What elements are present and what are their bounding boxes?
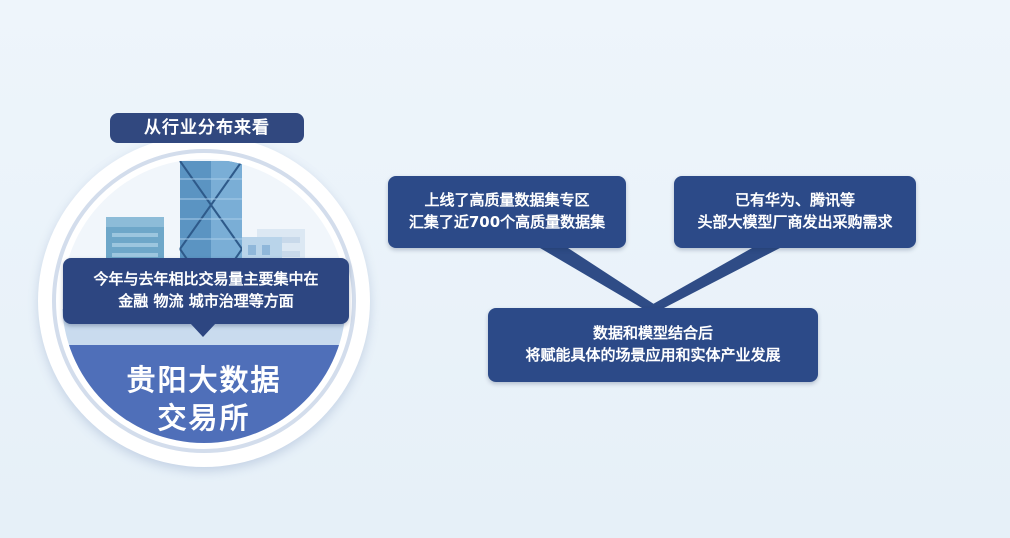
trading-volume-callout: 今年与去年相比交易量主要集中在 金融 物流 城市治理等方面 [63, 258, 349, 324]
section-header-pill: 从行业分布来看 [110, 113, 304, 143]
callout-line1: 今年与去年相比交易量主要集中在 [93, 270, 319, 288]
exchange-band [62, 345, 346, 443]
model-vendor-line2: 头部大模型厂商发出采购需求 [697, 213, 893, 231]
empowerment-line1: 数据和模型结合后 [592, 324, 713, 342]
connector-right [646, 248, 780, 308]
exchange-name-line2: 交易所 [157, 401, 251, 435]
exchange-name: 贵阳大数据 交易所 [62, 361, 346, 437]
callout-line2: 金融 物流 城市治理等方面 [118, 292, 294, 310]
circle-ring [52, 149, 356, 453]
empowerment-line2: 将赋能具体的场景应用和实体产业发展 [525, 346, 781, 364]
model-vendor-box: 已有华为、腾讯等 头部大模型厂商发出采购需求 [674, 176, 916, 248]
dataset-zone-line2: 汇集了近700个高质量数据集 [408, 213, 606, 231]
connector-left [540, 248, 660, 308]
model-vendor-line1: 已有华为、腾讯等 [734, 191, 855, 209]
callout-pointer [190, 323, 216, 337]
exchange-name-line1: 贵阳大数据 [126, 363, 282, 397]
dataset-zone-box: 上线了高质量数据集专区 汇集了近700个高质量数据集 [388, 176, 626, 248]
dataset-zone-line1: 上线了高质量数据集专区 [424, 191, 590, 209]
data-model-empowerment-box: 数据和模型结合后 将赋能具体的场景应用和实体产业发展 [488, 308, 818, 382]
